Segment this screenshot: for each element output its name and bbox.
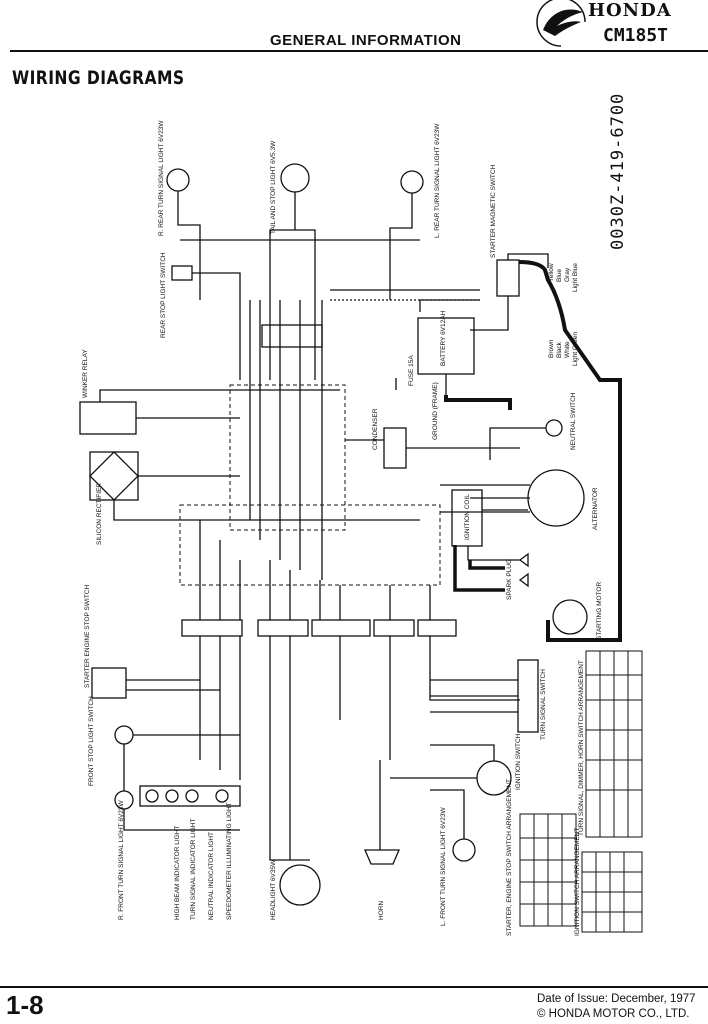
color-key-b: Black: [556, 342, 563, 358]
color-key-y: Yellow: [548, 263, 555, 282]
footer-rule: [0, 986, 708, 988]
section-title: GENERAL INFORMATION: [270, 32, 462, 49]
label-spark-plug: SPARK PLUG: [506, 558, 513, 600]
color-key-lg: Light Green: [572, 332, 579, 366]
label-horn: HORN: [378, 900, 385, 920]
label-ignition-coil: IGNITION COIL: [464, 494, 471, 540]
starter-cable: [518, 260, 622, 642]
alternator: [527, 469, 585, 527]
label-l-rear-turn: L. REAR TURN SIGNAL LIGHT 6V23W: [434, 123, 441, 238]
label-ground: GROUND (FRAME): [432, 382, 439, 440]
turn-signal-switch: [517, 659, 539, 733]
label-stop-arr: STARTER, ENGINE STOP SWITCH ARRANGEMENT: [506, 779, 513, 936]
color-key: Yellow Blue Gray Light Blue Brown Black …: [544, 262, 584, 372]
label-starting-motor: STARTING MOTOR: [596, 581, 603, 640]
starting-motor: [552, 599, 588, 635]
rear-right-turn-lamp: [166, 168, 190, 192]
label-front-stop-switch: FRONT STOP LIGHT SWITCH: [88, 696, 95, 786]
winker-relay: [79, 401, 137, 435]
color-key-w: White: [564, 341, 571, 358]
label-condenser: CONDENSER: [372, 408, 379, 450]
label-battery: BATTERY 6V12AH: [440, 310, 447, 366]
starter-engine-stop-switch: [91, 667, 127, 699]
copyright: © HONDA MOTOR CO., LTD.: [537, 1008, 690, 1020]
label-ign-arr: IGNITION SWITCH ARRANGEMENT: [574, 827, 581, 936]
color-key-bl: Blue: [556, 268, 563, 282]
label-high-beam-ind: HIGH BEAM INDICATOR LIGHT: [174, 825, 181, 920]
header-rule: [10, 50, 708, 52]
rear-left-turn-lamp: [400, 170, 424, 194]
starter-magnetic-switch: [496, 259, 520, 297]
tail-stop-lamp: [280, 163, 310, 193]
label-starter-magnetic: STARTER MAGNETIC SWITCH: [490, 164, 497, 258]
label-neutral-switch: NEUTRAL SWITCH: [570, 392, 577, 450]
label-l-front-turn: L. FRONT TURN SIGNAL LIGHT 6V23W: [440, 807, 447, 926]
label-r-rear-turn: R. REAR TURN SIGNAL LIGHT 6V23W: [158, 120, 165, 236]
label-r-front-turn: R. FRONT TURN SIGNAL LIGHT 6V23W: [118, 800, 125, 920]
page-number: 1-8: [6, 990, 44, 1020]
label-tail-stop: TAIL AND STOP LIGHT 6V5.3W: [270, 140, 277, 234]
spark-plug: [518, 552, 529, 588]
ignition-coil: [451, 489, 483, 547]
headlight: [279, 864, 321, 906]
label-rear-stop-switch: REAR STOP LIGHT SWITCH: [160, 252, 167, 338]
label-starter-engine-stop: STARTER ENGINE STOP SWITCH: [84, 584, 91, 688]
front-stop-switch: [114, 725, 134, 745]
horn: [364, 849, 400, 865]
label-speedo-light: SPEEDOMETER ILLUMINATING LIGHT: [226, 802, 233, 920]
color-key-lb: Light Blue: [572, 263, 579, 292]
color-key-br: Brown: [548, 339, 555, 358]
label-neutral-ind: NEUTRAL INDICATOR LIGHT: [208, 831, 215, 920]
honda-wing-logo: [536, 0, 586, 47]
color-key-gr: Gray: [564, 267, 571, 282]
label-winker-relay: WINKER RELAY: [82, 349, 89, 398]
rear-stop-switch: [171, 265, 193, 281]
condenser: [383, 427, 407, 469]
label-headlight: HEADLIGHT 6V35W: [270, 859, 277, 920]
label-fuse: FUSE 15A: [408, 355, 415, 386]
label-alternator: ALTERNATOR: [592, 487, 599, 530]
label-turn-dimmer-arr: TURN SIGNAL, DIMMER, HORN SWITCH ARRANGE…: [578, 660, 585, 836]
front-left-turn-lamp: [452, 838, 476, 862]
brand-name: HONDA: [588, 0, 672, 21]
page-title: WIRING DIAGRAMS: [12, 67, 185, 89]
label-silicon-rectifier: SILICON RECTIFIER: [96, 482, 103, 545]
neutral-switch: [545, 419, 563, 437]
label-ignition-switch: IGNITION SWITCH: [515, 733, 522, 790]
indicator-bank: [139, 785, 241, 807]
model-name: CM185T: [603, 25, 669, 46]
issue-date: Date of Issue: December, 1977: [537, 993, 696, 1005]
label-turn-signal-switch: TURN SIGNAL SWITCH: [540, 669, 547, 740]
label-turn-ind: TURN SIGNAL INDICATOR LIGHT: [190, 818, 197, 920]
